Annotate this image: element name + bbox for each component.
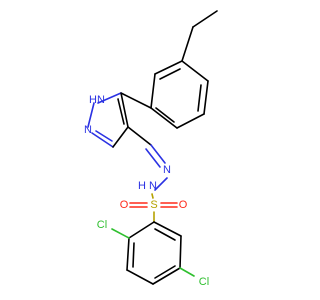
molecule-drawing: HN N N N H S O O Cl Cl bbox=[84, 10, 218, 288]
n-hydrazone-label: N bbox=[163, 164, 171, 176]
pyrazole-ring bbox=[87, 92, 152, 148]
atom-labels: HN N N N H S O O Cl Cl bbox=[84, 94, 209, 288]
structure-canvas: HN N N N H S O O Cl Cl bbox=[84, 10, 218, 288]
nh-sulfonamide-h-label: H bbox=[138, 180, 146, 192]
hydrazone-chain bbox=[127, 126, 168, 191]
nh-pyrazole-label: HN bbox=[89, 94, 105, 106]
n-pyrazole-label: N bbox=[84, 124, 92, 136]
nh-sulfonamide-label: N bbox=[149, 180, 157, 192]
sulfonyl-group bbox=[129, 193, 178, 223]
dichlorophenyl-ring bbox=[111, 221, 195, 285]
sulfur-label: S bbox=[150, 199, 157, 211]
chlorine-bottom-label: Cl bbox=[199, 276, 209, 288]
chlorine-top-label: Cl bbox=[97, 219, 107, 231]
oxygen-right-label: O bbox=[179, 199, 188, 211]
phenyl-ring bbox=[150, 60, 209, 129]
oxygen-left-label: O bbox=[120, 199, 129, 211]
ethyl-group bbox=[181, 10, 218, 62]
